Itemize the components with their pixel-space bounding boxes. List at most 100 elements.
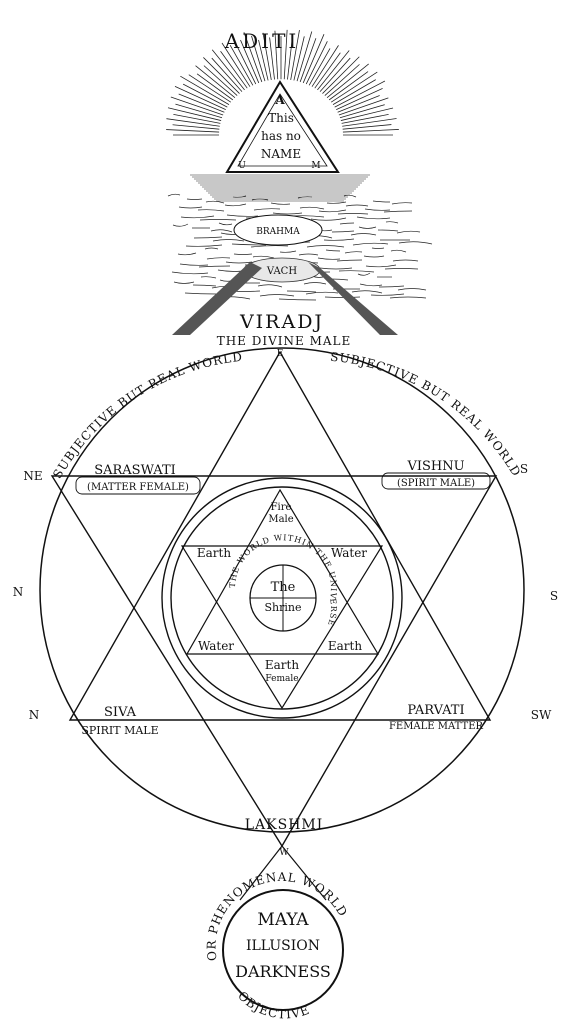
ray <box>243 32 263 83</box>
cloud-stroke <box>232 195 247 198</box>
ray <box>342 118 397 127</box>
cloud-stroke <box>378 285 405 288</box>
ray <box>240 39 260 84</box>
triangle-has-no: has no <box>261 129 301 143</box>
cloud-stroke <box>317 257 341 260</box>
ray <box>211 57 243 92</box>
cloud-stroke <box>205 200 225 204</box>
triangle-name: NAME <box>261 147 301 161</box>
illusion-label: ILLUSION <box>246 938 320 954</box>
ray <box>221 42 251 87</box>
cloud-stroke <box>278 298 317 301</box>
cloud-stroke <box>251 198 269 201</box>
cloud-stroke <box>324 296 361 298</box>
cloud-stroke <box>350 233 377 236</box>
cloud-stroke <box>257 284 283 288</box>
cloud-stroke <box>297 196 313 199</box>
cloud-stroke <box>384 268 419 270</box>
cloud-stroke <box>377 229 399 232</box>
cloud-stroke <box>171 271 209 275</box>
nameless-triangle <box>225 80 340 173</box>
cloud-stroke <box>210 229 233 233</box>
cloud-stroke <box>224 203 247 207</box>
cloud-stroke <box>178 206 203 209</box>
compass-s-top: S <box>520 462 528 476</box>
cloud-band <box>167 193 433 301</box>
ray <box>269 37 275 80</box>
ray <box>337 95 380 113</box>
cloud-stroke <box>389 296 427 299</box>
cloud-stroke <box>212 239 245 242</box>
ray <box>305 41 328 85</box>
cloud-stroke <box>185 244 223 247</box>
cloud-stroke <box>326 201 347 204</box>
ray <box>258 39 269 81</box>
ray <box>296 31 313 82</box>
ray <box>324 64 360 96</box>
triangle-m: M <box>311 161 320 171</box>
vishnu-sub: (SPIRIT MALE) <box>397 478 475 489</box>
saraswati-label: SARASWATI <box>94 463 176 478</box>
cloud-stroke <box>337 213 369 215</box>
cloud-stroke <box>357 272 371 276</box>
ray <box>290 30 300 80</box>
ray <box>173 114 221 124</box>
cloud-stroke <box>177 252 197 256</box>
cloud-stroke <box>370 293 405 296</box>
ray <box>174 86 226 111</box>
cloud-stroke <box>363 255 385 258</box>
ray <box>308 48 331 86</box>
cloud-stroke <box>310 217 347 221</box>
lakshmi-label: LAKSHMI <box>245 817 324 833</box>
cloud-stroke <box>364 208 391 211</box>
compass-s-mid: S <box>550 589 558 603</box>
cloud-stroke <box>318 209 347 213</box>
ray <box>251 35 266 82</box>
cloud-stroke <box>343 194 357 198</box>
water-bl-label: Water <box>198 639 234 653</box>
cloud-stroke <box>397 288 427 291</box>
cloud-stroke <box>305 291 339 295</box>
cloud-stroke <box>259 294 295 297</box>
cloud-stroke <box>173 281 195 284</box>
ray <box>342 124 392 130</box>
cloud-stroke <box>186 198 203 200</box>
ray <box>175 103 223 119</box>
ray <box>262 32 272 80</box>
cloud-stroke <box>323 238 355 241</box>
nameless-triangle-inner <box>237 93 328 167</box>
fire-label: Fire <box>271 502 292 513</box>
cloud-stroke <box>385 221 399 224</box>
vishnu-label: VISHNU <box>406 459 464 474</box>
vishnu-box <box>381 472 491 490</box>
ray <box>274 30 279 80</box>
cloud-stroke <box>199 219 237 221</box>
ray <box>311 45 339 87</box>
ray <box>287 35 293 80</box>
ray <box>299 38 317 83</box>
cloud-stroke <box>365 264 397 268</box>
cloud-stroke <box>396 230 421 234</box>
cloud-stroke <box>172 223 189 227</box>
ray <box>220 50 248 89</box>
siva-label: SIVA <box>104 705 137 720</box>
cloud-stroke <box>345 204 369 207</box>
ray <box>195 65 236 98</box>
arc-left-text: SUBJECTIVE BUT REAL WORLD <box>50 350 242 481</box>
cloud-stroke <box>253 208 281 211</box>
ray <box>166 129 220 133</box>
ray <box>338 97 389 116</box>
ray <box>326 63 369 98</box>
viradj-label: VIRADJ <box>239 311 324 333</box>
ray <box>339 104 385 119</box>
ray <box>302 34 325 84</box>
cloud-stroke <box>184 292 217 295</box>
ray <box>342 129 399 133</box>
shrine-the: The <box>271 580 296 595</box>
earth-br-label: Earth <box>328 639 362 653</box>
arc-left-label: SUBJECTIVE BUT REAL WORLD <box>50 350 243 481</box>
cloud-stroke <box>231 243 267 246</box>
maya-label: MAYA <box>257 910 309 930</box>
cloud-stroke <box>192 284 217 287</box>
